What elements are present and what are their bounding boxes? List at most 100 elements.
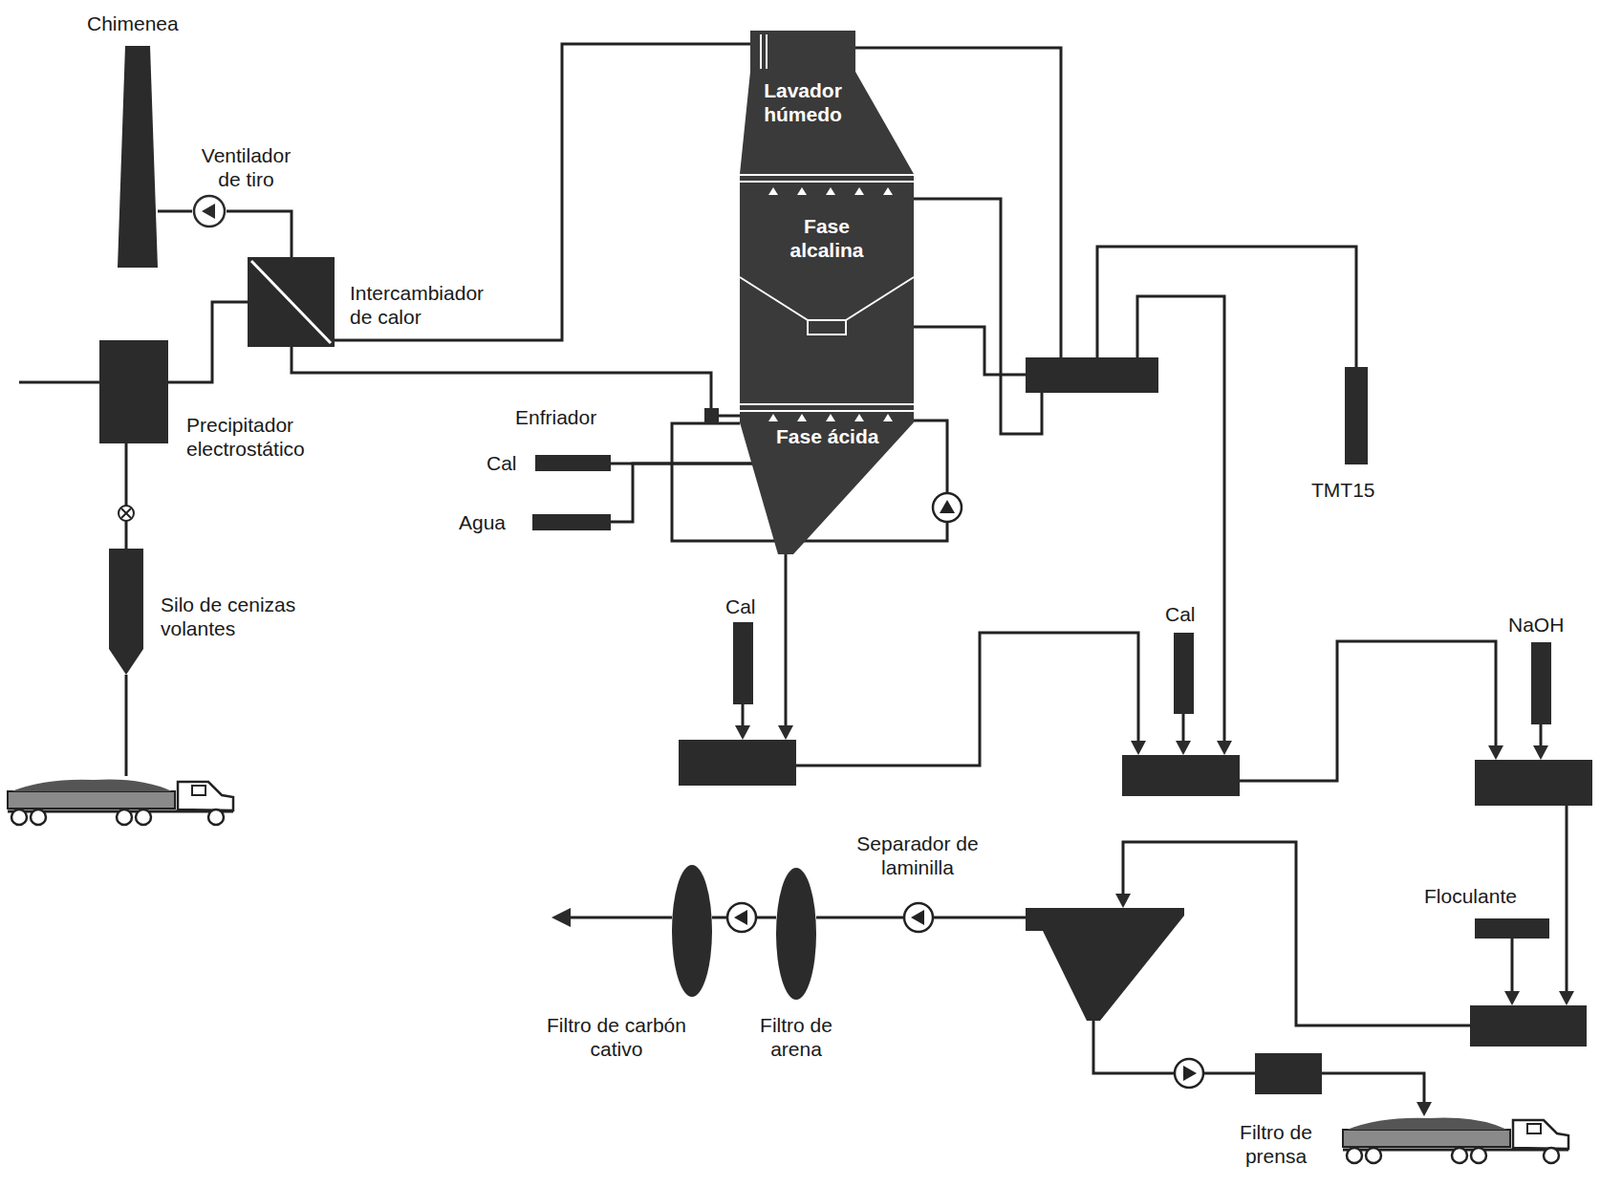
line-art [913,198,1042,434]
flow-arrowhead [1115,893,1131,909]
line-art [739,43,751,46]
process-unit: Precipitador electrostático [99,340,169,444]
unit-label: Cal [725,594,757,619]
node-shape [535,454,611,472]
line-art [776,867,817,1000]
line-art [797,187,807,195]
line-art [1239,641,1496,781]
unit-label: Filtro de arena [750,1013,843,1061]
line-art [718,414,740,418]
line-art [1174,1059,1204,1088]
process-unit: Chimenea [117,45,158,268]
node-shape [1344,367,1368,465]
flow-arrowheads [735,725,1575,1117]
line-art [1511,938,1514,995]
line-art [194,195,225,227]
flow-arrowhead [1216,740,1233,756]
process-unit: Filtro de prensa [1254,1053,1322,1095]
unit-label: Filtro de prensa [1223,1120,1329,1168]
line-art [854,187,865,195]
flow-arrowhead [1504,991,1520,1006]
line-art [1539,724,1543,749]
unit-label: Fase ácida [776,424,879,449]
line-art [796,632,1139,766]
node-shape [1531,642,1552,725]
line-art [932,493,962,522]
unit-label: Filtro de carbón cativo [544,1013,689,1061]
line-art [121,508,131,519]
line-art [1565,805,1569,995]
node-shape [117,45,158,268]
line-art [825,187,836,195]
line-art [704,408,719,424]
flow-arrowhead [735,725,751,740]
line-art [1531,642,1552,725]
line-art [739,173,914,176]
unit-label: Agua [458,510,506,535]
line-art [727,903,757,932]
unit-label: Intercambiador de calor [349,281,503,329]
pipe-connector [610,463,756,522]
node-shape [1025,908,1185,1021]
process-unit: Agua [532,514,611,531]
flow-arrowhead [1130,740,1146,756]
node-shape [192,194,227,229]
process-unit: Separador de laminilla [1025,908,1185,1021]
node-shape [671,864,713,997]
line-art [733,622,754,705]
process-unit: Cal [535,454,611,472]
line-art [671,864,713,997]
line-art [532,514,611,531]
flow-arrowhead [1533,745,1549,760]
line-art [739,277,914,335]
line-art [1474,759,1593,806]
line-art [117,45,158,268]
unit-label: Precipitador electrostático [186,412,330,461]
node-shape [1474,918,1550,939]
process-unit: Fase alcalina [758,191,895,268]
line-art [1342,1118,1569,1165]
process-unit: Cal [733,622,754,705]
process-unit: Intercambiador de calor [247,257,335,347]
unit-label: Cal [1165,602,1196,627]
line-art [797,413,807,422]
rotary-valve [118,505,134,521]
line-art [247,257,335,347]
process-unit: Ventilador de tiro [192,194,227,229]
unit-label: NaOH [1508,612,1564,637]
node-shape [1173,632,1194,714]
unit-label: TMT15 [1311,477,1376,502]
pipe-connector [334,43,740,341]
line-art [883,187,893,195]
line-art [883,413,893,422]
process-unit: Fase ácida [755,412,909,498]
node-shape [108,548,144,675]
line-art [739,180,914,183]
line-art [784,554,788,729]
node-shape [733,622,754,705]
line-art [1122,755,1240,797]
flow-arrowhead [1488,745,1504,760]
line-art [1097,246,1357,368]
unit-label: Ventilador de tiro [191,143,302,192]
unit-label: Fase alcalina [778,214,875,262]
flow-arrowhead [1175,740,1191,756]
pipe-connector [157,210,193,214]
line-art [759,34,762,69]
flow-arrowhead [1416,1102,1432,1117]
line-art [99,340,169,444]
line-art [1474,918,1550,939]
node-shape [1254,1053,1322,1095]
flow-arrowhead [778,725,794,740]
unit-label: Chimenea [86,11,179,36]
unit-label: Enfriador [515,405,597,430]
line-art [118,505,134,521]
line-art [807,319,846,322]
pipe-connector [1093,1020,1255,1074]
unit-label: Separador de laminilla [845,831,990,880]
line-art [565,916,672,920]
process-unit: Silo de cenizas volantes [108,548,144,675]
line-art [125,674,129,777]
node-shape [99,340,169,444]
